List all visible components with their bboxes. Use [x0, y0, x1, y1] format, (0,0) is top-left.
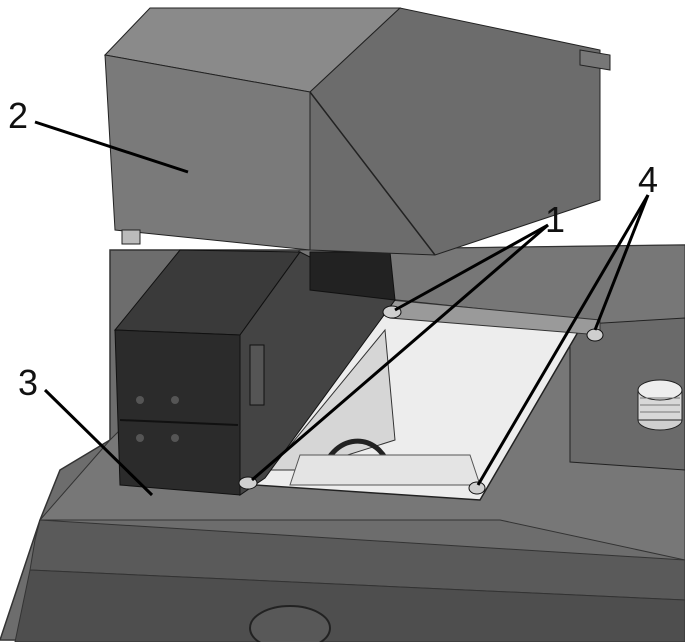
threaded-fitting: [637, 379, 683, 431]
cover: [103, 7, 611, 256]
leader-4a: [593, 194, 650, 331]
mounting-plate: [569, 317, 685, 471]
callout-1: 1: [545, 199, 565, 240]
module: [113, 249, 396, 496]
screw-4a: [586, 328, 604, 342]
leader-3: [43, 388, 154, 497]
leader-1b: [251, 223, 549, 482]
leader-1a: [394, 223, 549, 312]
callout-2: 2: [8, 95, 28, 136]
bracket: [268, 328, 396, 471]
leader-2: [34, 120, 189, 174]
leader-4b: [476, 194, 650, 486]
callout-4: 4: [638, 159, 658, 200]
screw-4b: [468, 481, 486, 495]
opening: [253, 299, 601, 501]
leader-lines: [34, 120, 650, 497]
front-port: [249, 605, 331, 642]
callout-3: 3: [18, 362, 38, 403]
